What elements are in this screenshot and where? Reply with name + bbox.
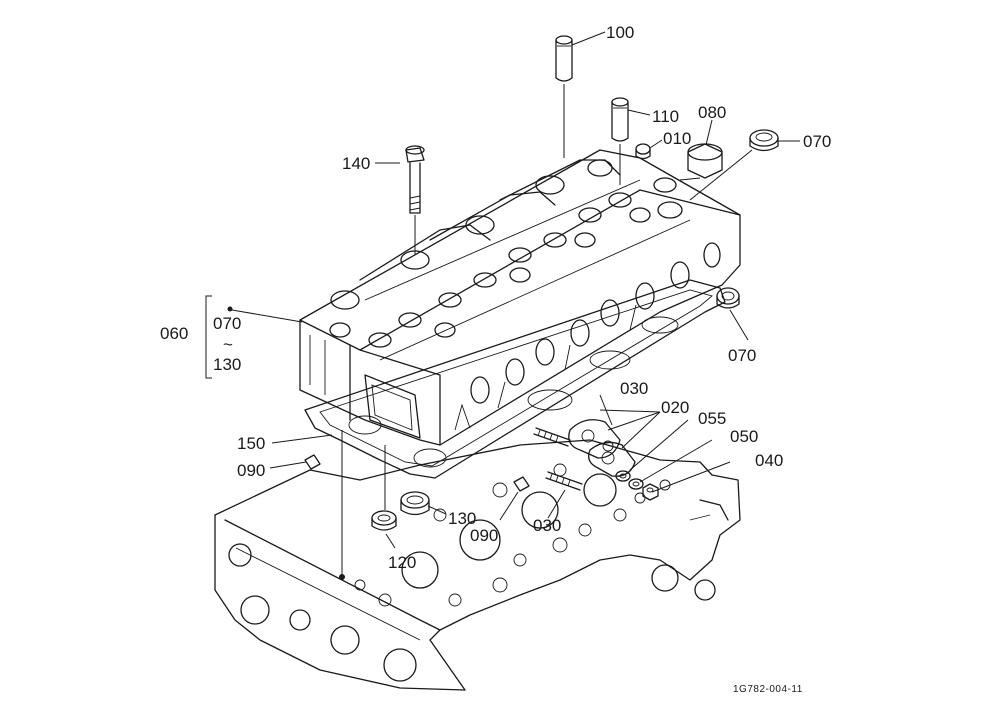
callout-020: 020 [661,398,689,417]
engine-block [214,439,741,691]
callout-070-top: 070 [803,132,831,151]
range-bracket [205,295,212,379]
cylinder-head [299,149,741,446]
plug-090-mid [513,476,530,492]
plug-010 [635,143,651,160]
washer-050 [628,478,644,490]
cap-080 [679,143,723,181]
callout-120: 120 [388,553,416,572]
callout-010: 010 [663,129,691,148]
washer-055 [615,470,631,482]
drawing-reference-code: 1G782-004-11 [733,684,803,695]
seal-120 [371,510,397,531]
dowel-pin [339,574,345,580]
valve-guide-110 [611,97,629,185]
stud-030-upper [533,427,571,447]
callout-140: 140 [342,154,370,173]
callout-090-left: 090 [237,461,265,480]
callout-labels: 100 110 080 010 070 140 060 070 ~ 130 07… [160,23,831,572]
seal-070-top [689,129,779,201]
callout-050: 050 [730,427,758,446]
callout-150: 150 [237,434,265,453]
seal-070-right [716,287,740,309]
callout-range-tilde: ~ [223,335,233,354]
callout-030-bottom: 030 [533,516,561,535]
callout-030-top: 030 [620,379,648,398]
callout-070-range-start: 070 [213,314,241,333]
stud-030-lower [545,471,583,491]
nut-040 [642,483,659,501]
callout-040: 040 [755,451,783,470]
head-bolt-140 [405,145,425,255]
callout-060: 060 [160,324,188,343]
callout-080: 080 [698,103,726,122]
callout-100: 100 [606,23,634,42]
cylinder-head-gasket [304,279,726,479]
callout-055: 055 [698,409,726,428]
callout-110: 110 [652,107,679,126]
valve-guide-100 [555,35,573,158]
callout-090-mid: 090 [470,526,498,545]
gasket-020 [568,419,636,477]
seal-130 [400,491,430,516]
callout-070-right: 070 [728,346,756,365]
callout-130-range-end: 130 [213,355,241,374]
plug-090-left [304,454,321,470]
callout-130: 130 [448,509,476,528]
leader-lines [227,31,800,549]
